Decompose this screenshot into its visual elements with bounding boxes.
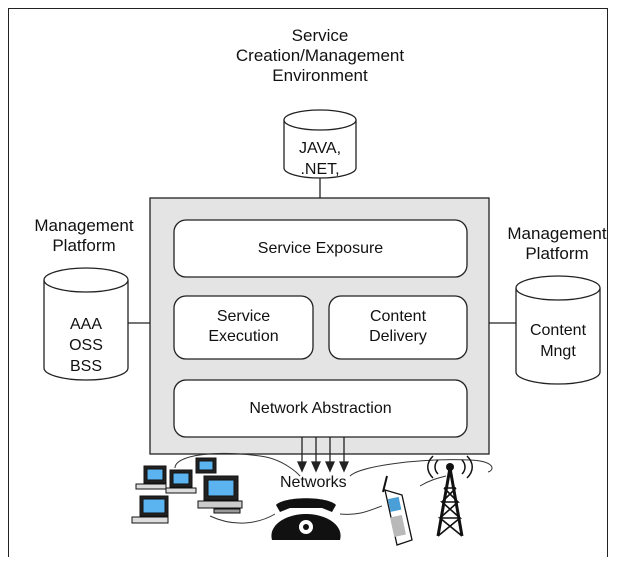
right-management-label: Management Platform bbox=[507, 224, 607, 263]
top-database-label: JAVA, .NET, bbox=[298, 140, 342, 178]
left-database bbox=[43, 267, 129, 381]
network-cloud-curve bbox=[174, 452, 493, 524]
left-database-label: AAA OSS BSS bbox=[69, 316, 103, 375]
network-abstraction-box bbox=[173, 379, 468, 438]
antenna-tower-icon bbox=[427, 455, 473, 537]
top-database bbox=[283, 109, 357, 179]
right-database bbox=[515, 275, 601, 385]
service-exposure-label: Service Exposure bbox=[257, 240, 384, 257]
service-creation-label: Service Creation/Management Environment bbox=[235, 26, 405, 85]
computer-icon bbox=[131, 457, 243, 524]
service-execution-label: Service Execution bbox=[208, 308, 279, 345]
content-delivery-box bbox=[328, 295, 468, 360]
networks-label: Networks bbox=[280, 474, 347, 491]
network-arrows bbox=[296, 437, 350, 473]
left-management-label: Management Platform bbox=[34, 216, 134, 255]
right-database-label: Content Mngt bbox=[529, 322, 587, 360]
telephone-icon bbox=[271, 498, 341, 540]
mobile-phone-icon bbox=[382, 475, 413, 546]
service-exposure-box bbox=[173, 219, 468, 278]
service-execution-box bbox=[173, 295, 314, 360]
network-abstraction-label: Network Abstraction bbox=[249, 400, 392, 417]
content-delivery-label: Content Delivery bbox=[369, 308, 427, 345]
